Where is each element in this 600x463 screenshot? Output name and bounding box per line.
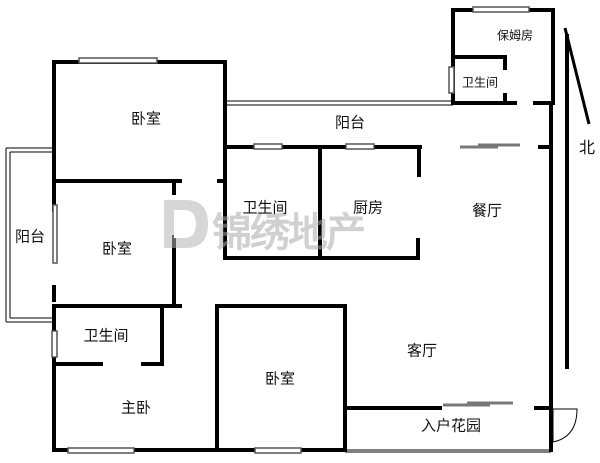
windows (51, 6, 530, 454)
room-label-living-room: 客厅 (406, 341, 438, 360)
room-label-nanny-bathroom: 卫生间 (461, 75, 499, 90)
room-label-bathroom-left: 卫生间 (83, 326, 129, 345)
room-label-dining-room: 餐厅 (471, 201, 503, 220)
thin-lines (5, 100, 578, 453)
room-label-bedroom-middle: 卧室 (101, 239, 133, 258)
room-label-entry-garden: 入户花园 (420, 416, 482, 435)
room-label-bathroom-center: 卫生间 (242, 198, 288, 217)
north-arrow (563, 27, 591, 125)
room-label-kitchen: 厨房 (352, 198, 384, 217)
room-label-nanny-room: 保姆房 (496, 28, 534, 43)
room-label-bedroom-top: 卧室 (130, 109, 162, 128)
room-label-bedroom-bottom: 卧室 (264, 369, 296, 388)
room-label-balcony-left: 阳台 (14, 227, 46, 246)
compass-north-label: 北 (578, 138, 596, 157)
room-label-master-bedroom: 主卧 (120, 398, 152, 417)
room-label-balcony-top: 阳台 (334, 113, 366, 132)
sliding-doors (443, 143, 520, 407)
